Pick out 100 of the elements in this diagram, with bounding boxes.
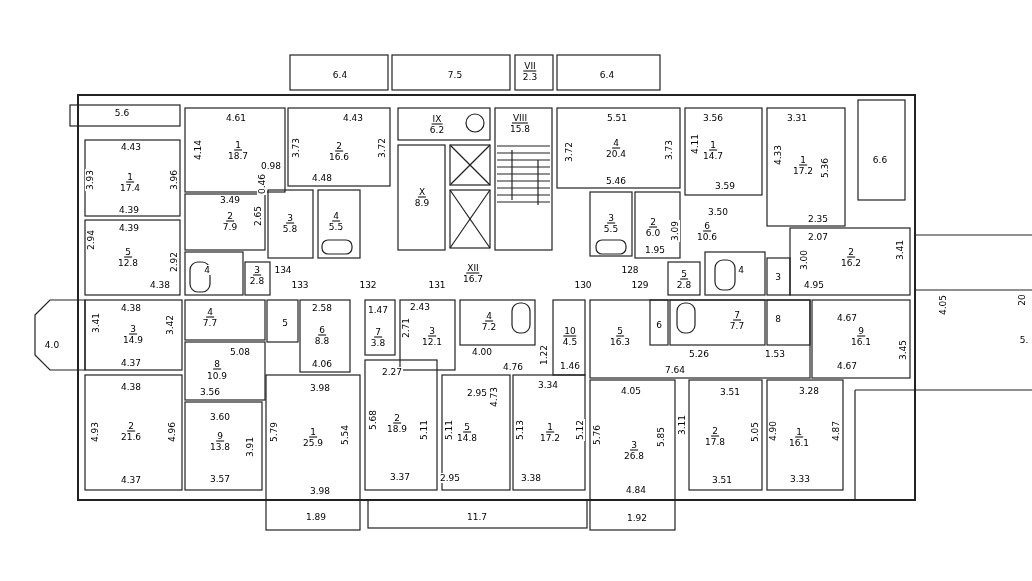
dimension-label: 6 <box>655 320 663 330</box>
dimension-label: 2.95 <box>439 473 461 483</box>
dimension-label: 4.43 <box>120 142 142 152</box>
room-area: 8.9 <box>413 198 431 208</box>
dimension-label: 5.54 <box>340 424 350 446</box>
dimension-label: 4.0 <box>43 340 61 350</box>
dimension-label: 7.5 <box>446 70 464 80</box>
dimension-label: 3.59 <box>714 181 736 191</box>
dimension-label: 4.93 <box>90 421 100 443</box>
room-area: 14.7 <box>702 151 724 161</box>
room-area: 16.7 <box>462 274 484 284</box>
room-number: 2 <box>649 216 657 228</box>
room-number: 4 <box>485 310 493 322</box>
room-area: 4.5 <box>561 337 579 347</box>
room-number: XII <box>466 262 480 274</box>
dimension-label: 3.93 <box>85 169 95 191</box>
room-area: 17.2 <box>539 433 561 443</box>
room-area: 2.8 <box>248 276 266 286</box>
dimension-label: 1.22 <box>539 344 549 366</box>
room-number: 2 <box>127 420 135 432</box>
dimension-label: 5.76 <box>592 424 602 446</box>
dimension-label: 3.38 <box>520 473 542 483</box>
dimension-label: 5 <box>281 318 289 328</box>
dimension-label: 4.37 <box>120 358 142 368</box>
room-area: 17.4 <box>119 183 141 193</box>
room-area: 8.8 <box>313 336 331 346</box>
room-area: 16.1 <box>850 337 872 347</box>
room-number: 7 <box>733 309 741 321</box>
room-area: 5.8 <box>281 224 299 234</box>
dimension-label: 3.51 <box>711 475 733 485</box>
dimension-label: 1.47 <box>367 305 389 315</box>
room-area: 3.8 <box>369 338 387 348</box>
dimension-label: 3.98 <box>309 486 331 496</box>
dimension-label: 6.4 <box>598 70 616 80</box>
room-number: 2 <box>335 140 343 152</box>
room-area: 18.9 <box>386 424 408 434</box>
dimension-label: 4.95 <box>803 280 825 290</box>
dimension-label: 5.05 <box>750 421 760 443</box>
room-number: 4 <box>206 306 214 318</box>
dimension-label: 4.05 <box>938 294 948 316</box>
room-area: 2.3 <box>521 72 539 82</box>
room-area: 10.6 <box>696 232 718 242</box>
dimension-label: 4.38 <box>149 280 171 290</box>
dimension-label: 1.46 <box>559 361 581 371</box>
room-number: 2 <box>847 246 855 258</box>
dimension-label: 4 <box>203 265 211 275</box>
room-number: 9 <box>857 325 865 337</box>
room-area: 14.9 <box>122 335 144 345</box>
dimension-label: 2.43 <box>409 302 431 312</box>
dimension-label: 3.41 <box>91 312 101 334</box>
dimension-label: 4.37 <box>120 475 142 485</box>
room-area: 7.9 <box>221 222 239 232</box>
dimension-label: 3.31 <box>786 113 808 123</box>
dimension-label: 4.48 <box>311 173 333 183</box>
dimension-label: 129 <box>630 280 650 290</box>
dimension-label: 4.67 <box>836 313 858 323</box>
dimension-label: 1.92 <box>626 513 648 523</box>
dimension-label: 2.35 <box>807 214 829 224</box>
dimension-label: 134 <box>273 265 293 275</box>
dimension-label: 4.84 <box>625 485 647 495</box>
dimension-label: 2.58 <box>311 303 333 313</box>
room-area: 6.2 <box>428 125 446 135</box>
dimension-label: 3.50 <box>707 207 729 217</box>
dimension-label: 11.7 <box>466 512 488 522</box>
dimension-label: 5.26 <box>688 349 710 359</box>
room-number: 2 <box>226 210 234 222</box>
dimension-label: 1.89 <box>305 512 327 522</box>
dimension-label: 4.39 <box>118 205 140 215</box>
dimension-label: 3.09 <box>670 220 680 242</box>
dimension-label: 131 <box>427 280 447 290</box>
room-area: 16.3 <box>609 337 631 347</box>
dimension-label: 5.51 <box>606 113 628 123</box>
dimension-label: 4.00 <box>471 347 493 357</box>
room-number: 1 <box>234 139 242 151</box>
dimension-label: 5.68 <box>368 409 378 431</box>
room-area: 15.8 <box>509 124 531 134</box>
room-area: 12.8 <box>117 258 139 268</box>
room-number: 5 <box>680 268 688 280</box>
dimension-label: 3.00 <box>799 249 809 271</box>
room-area: 6.0 <box>644 228 662 238</box>
dimension-label: 4.11 <box>690 133 700 155</box>
dimension-label: 5.12 <box>575 419 585 441</box>
dimension-label: 3.72 <box>377 137 387 159</box>
room-number: 10 <box>563 325 577 337</box>
dimension-label: 0.46 <box>257 173 267 195</box>
dimension-label: 5.08 <box>229 347 251 357</box>
room-number: 6 <box>703 220 711 232</box>
room-number: 9 <box>216 430 224 442</box>
room-number: 3 <box>129 323 137 335</box>
room-number: 3 <box>607 212 615 224</box>
dimension-label: 3.98 <box>309 383 331 393</box>
room-area: 26.8 <box>623 451 645 461</box>
room-number: 2 <box>393 412 401 424</box>
dimension-label: 4.67 <box>836 361 858 371</box>
dimension-label: 3.42 <box>165 314 175 336</box>
room-number: 1 <box>309 426 317 438</box>
dimension-label: 4.05 <box>620 386 642 396</box>
room-number: 1 <box>126 171 134 183</box>
room-number: 3 <box>428 325 436 337</box>
room-number: VIII <box>511 112 529 124</box>
